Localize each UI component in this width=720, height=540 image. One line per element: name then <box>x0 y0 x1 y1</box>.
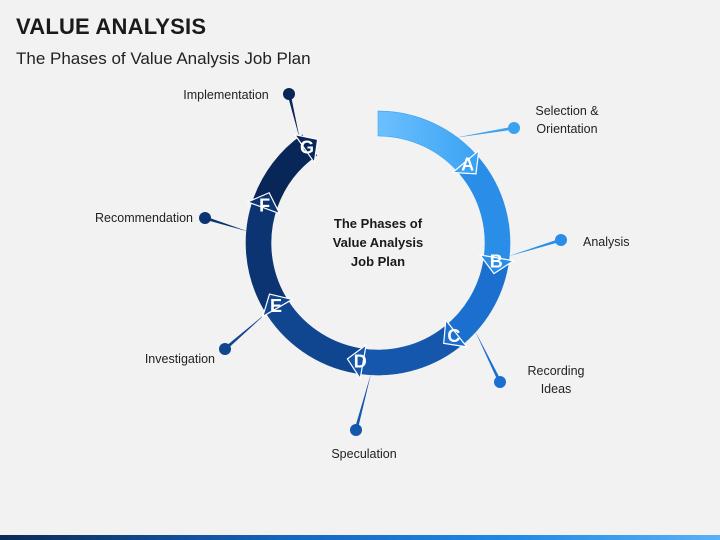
center-title-line: The Phases of <box>334 216 423 231</box>
phase-letter-c: C <box>447 326 460 346</box>
phase-label-line: Selection & <box>535 104 599 118</box>
phase-label-line: Ideas <box>541 382 572 396</box>
connector-line-b <box>507 238 562 257</box>
phase-label-b: Analysis <box>583 235 630 249</box>
connector-dot-a <box>508 122 520 134</box>
phase-label-line: Analysis <box>583 235 630 249</box>
center-title-line: Job Plan <box>351 254 405 269</box>
phase-label-a: Selection & Orientation <box>535 104 599 136</box>
slide-subtitle: The Phases of Value Analysis Job Plan <box>16 49 311 68</box>
connector-dot-g <box>283 88 295 100</box>
chevron-b-icon <box>478 254 516 275</box>
chevron-a-icon <box>451 149 480 175</box>
ring-segment-d <box>354 326 460 376</box>
phase-letter-d: D <box>354 352 367 372</box>
phase-label-line: Speculation <box>331 447 396 461</box>
connector-line-a <box>454 126 515 138</box>
phase-label-line: Investigation <box>145 352 215 366</box>
connector-dot-e <box>219 343 231 355</box>
connector-layer <box>199 88 567 436</box>
chevron-g-icon <box>293 133 319 165</box>
phase-letter-f: F <box>259 195 270 215</box>
connector-line-f <box>204 216 249 232</box>
chevron-d-icon <box>346 343 367 381</box>
connector-line-g <box>287 93 300 140</box>
phase-label-d: Speculation <box>331 447 396 461</box>
phase-letter-e: E <box>270 296 282 316</box>
chevron-e-icon <box>261 293 294 318</box>
phase-label-line: Implementation <box>183 88 269 102</box>
phase-label-line: Orientation <box>536 122 597 136</box>
slide-title: VALUE ANALYSIS <box>16 14 207 39</box>
connector-line-e <box>223 311 268 351</box>
connector-dot-c <box>494 376 506 388</box>
phase-label-e: Investigation <box>145 352 215 366</box>
phase-label-g: Implementation <box>183 88 269 102</box>
chevron-c-icon <box>443 318 469 348</box>
bottom-accent-bar <box>0 535 720 540</box>
phase-label-line: Recording <box>528 364 585 378</box>
connector-dot-b <box>555 234 567 246</box>
phase-label-line: Recommendation <box>95 211 193 225</box>
cycle-ring <box>245 110 511 376</box>
connector-line-c <box>474 329 502 383</box>
phase-label-f: Recommendation <box>95 211 193 225</box>
phase-letter-b: B <box>490 251 503 271</box>
phase-letter-g: G <box>300 137 314 157</box>
connector-dot-f <box>199 212 211 224</box>
center-title-line: Value Analysis <box>333 235 424 250</box>
connector-line-d <box>354 372 372 431</box>
connector-dot-d <box>350 424 362 436</box>
chevron-f-icon <box>246 191 281 215</box>
phase-letter-a: A <box>461 154 474 174</box>
phase-letter-layer: A B C D E F G <box>246 133 516 381</box>
